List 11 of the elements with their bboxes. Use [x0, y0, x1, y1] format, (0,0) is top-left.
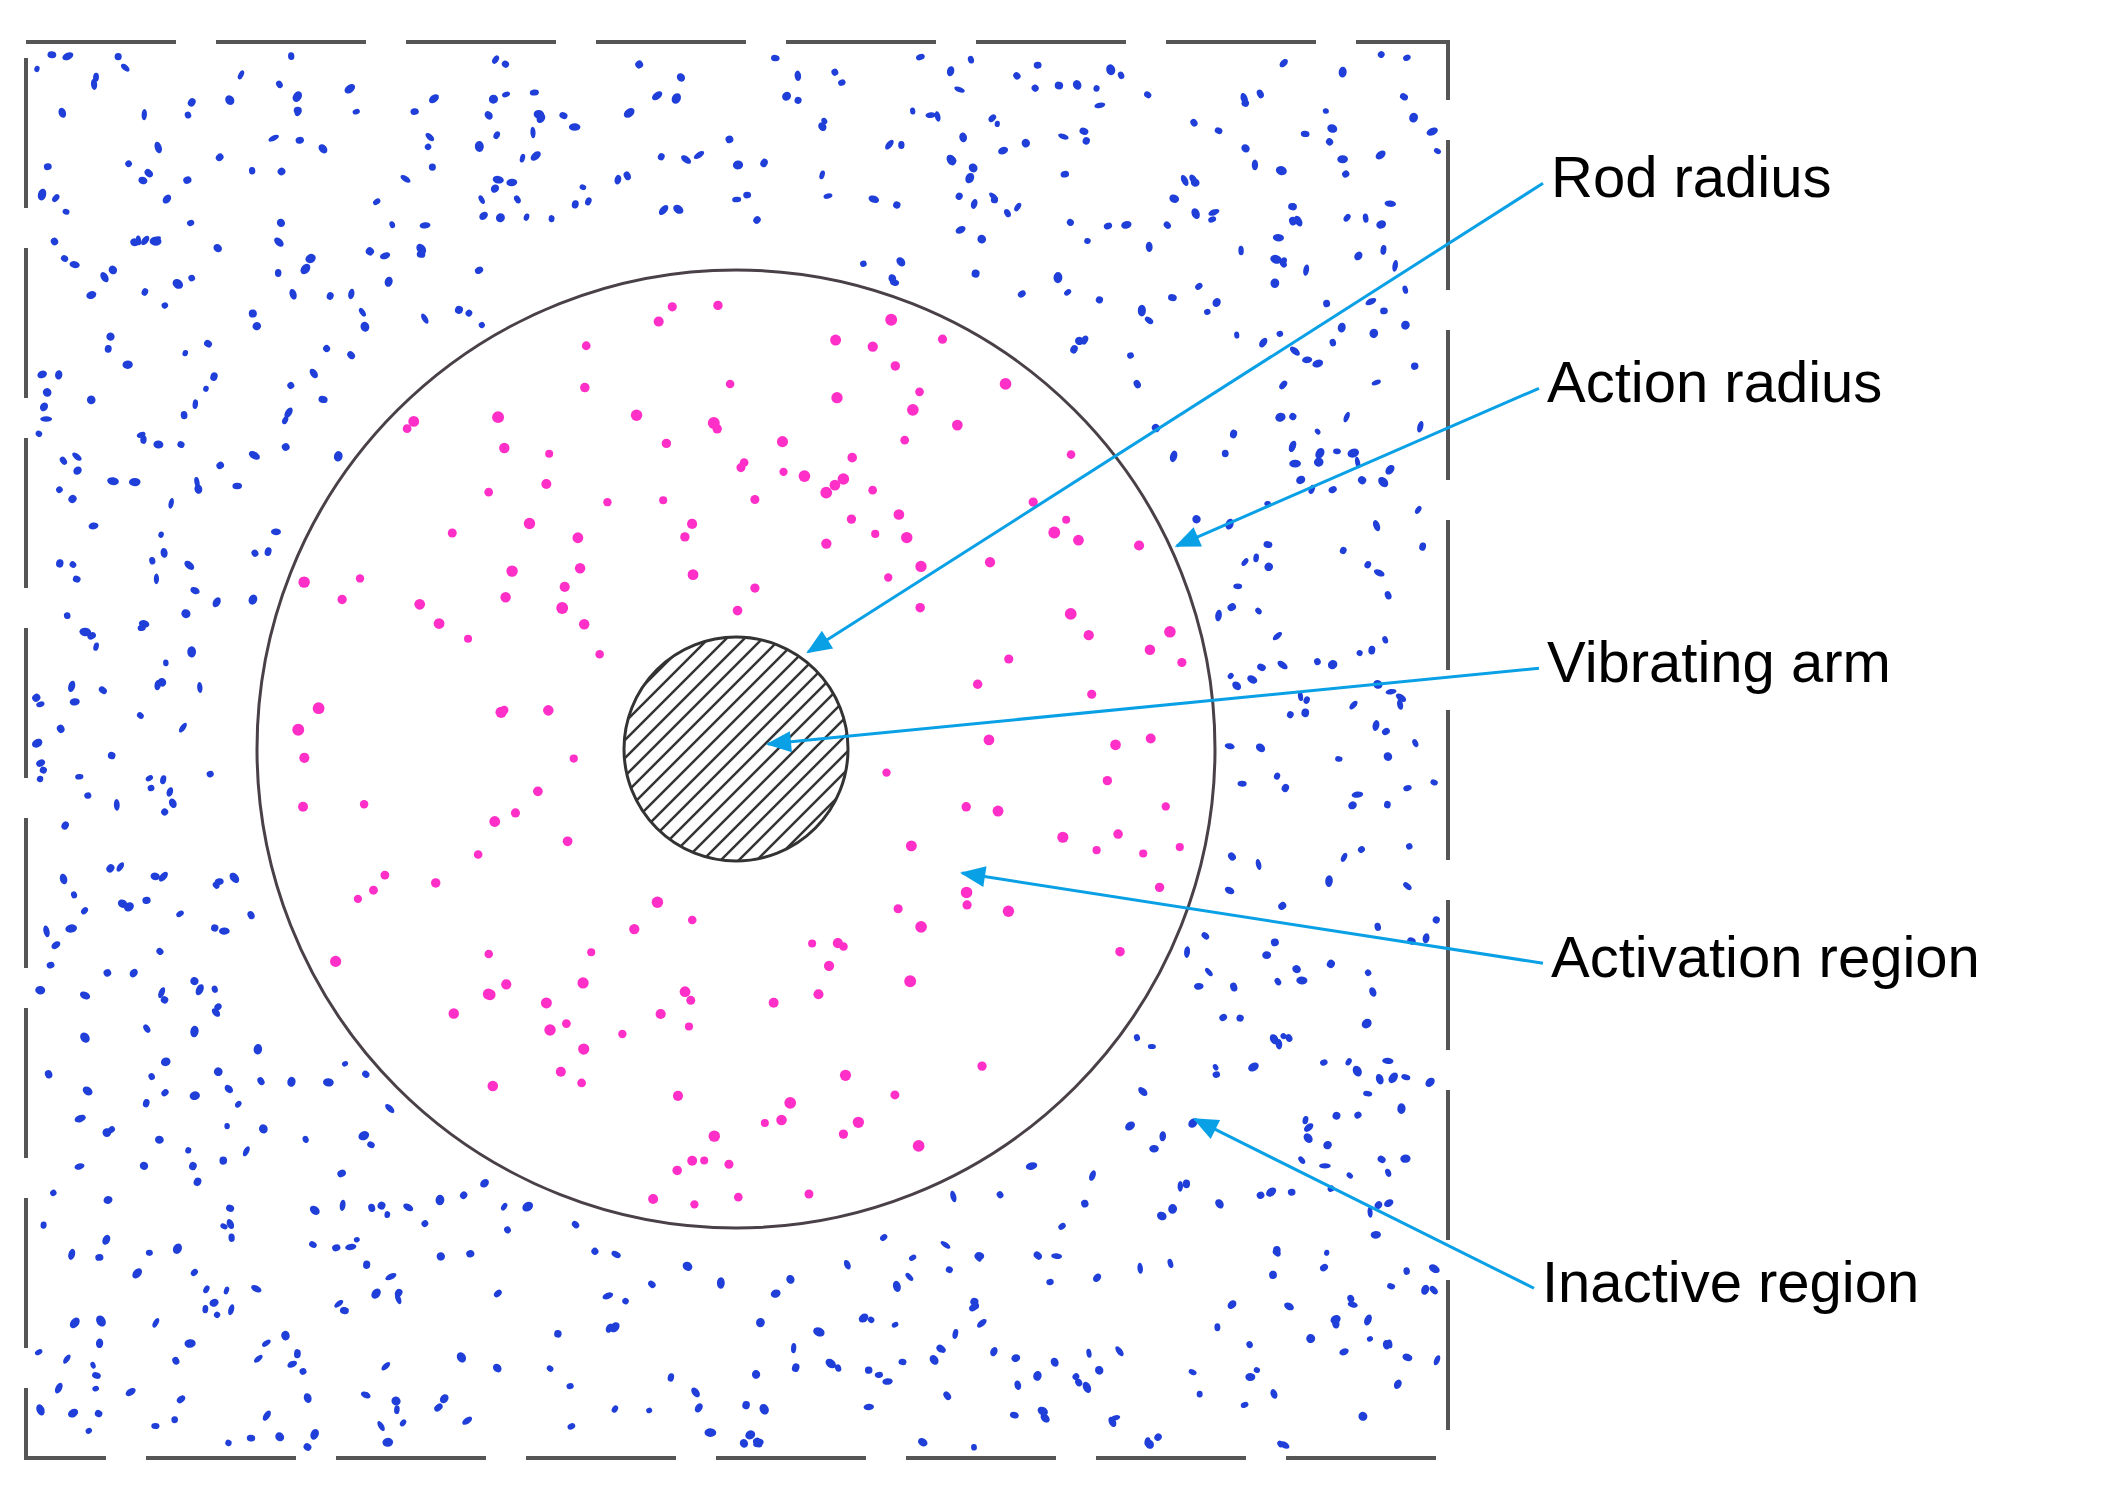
leader-line [960, 866, 1544, 965]
part-label: Vibrating arm [1547, 630, 1891, 694]
part-label: Activation region [1551, 925, 1980, 989]
leader-line [1192, 1117, 1535, 1290]
leader-line [806, 182, 1544, 654]
hatched-circle [622, 635, 850, 863]
leader-line [1174, 386, 1540, 548]
part-label: Action radius [1547, 350, 1883, 414]
part-label: Inactive region [1542, 1250, 1920, 1314]
part-label: Rod radius [1551, 145, 1832, 209]
leader-line [765, 666, 1540, 753]
